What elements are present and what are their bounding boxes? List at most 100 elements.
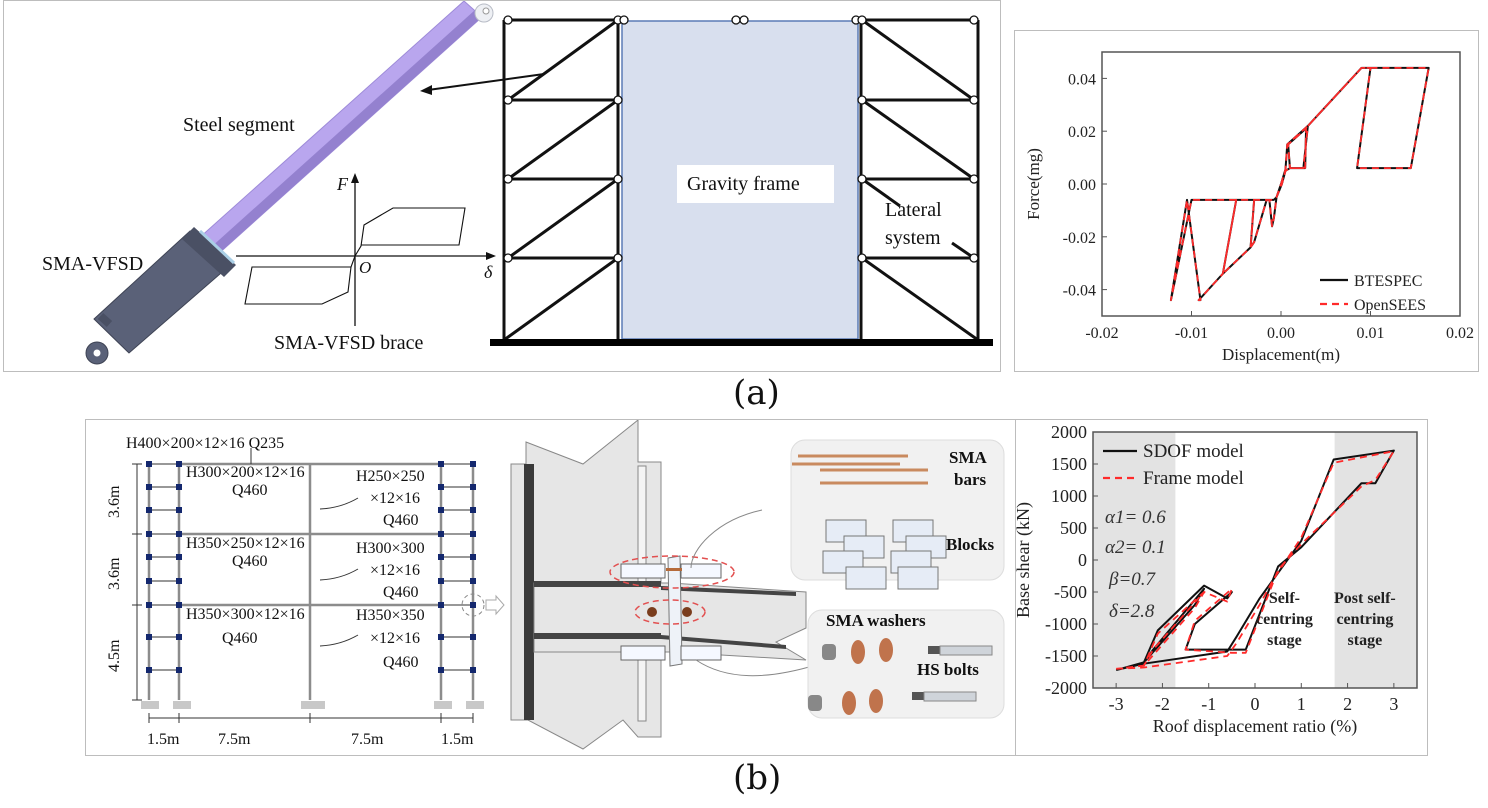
y-axis-label: Force(mg) bbox=[1024, 148, 1043, 220]
sma-vfsd-damper bbox=[85, 227, 236, 365]
column-label-1-dims: ×12×16 bbox=[370, 630, 421, 647]
gravity-frame-label-box bbox=[677, 165, 834, 203]
x-tick-label: 0.02 bbox=[1446, 325, 1474, 342]
axis-delta-label: δ bbox=[484, 262, 493, 282]
legend-label: Frame model bbox=[1143, 468, 1244, 489]
sma-vfsd-label: SMA-VFSD bbox=[42, 253, 144, 275]
roof-beam-label: H400×200×12×16 Q235 bbox=[126, 435, 285, 452]
blocks-label: Blocks bbox=[946, 535, 995, 554]
beam-label-1-grade: Q460 bbox=[222, 630, 258, 647]
steel-frame-elevation bbox=[147, 462, 475, 700]
bay-width-2: 7.5m bbox=[218, 731, 251, 748]
y-tick-label: 0.02 bbox=[1068, 124, 1096, 141]
x-tick-label: 3 bbox=[1389, 694, 1398, 714]
highlight-ellipse bbox=[634, 599, 706, 625]
x-axis-label: Roof displacement ratio (%) bbox=[1153, 716, 1357, 737]
leader-lines bbox=[319, 497, 359, 647]
panel-b-schematic-svg bbox=[132, 420, 1005, 750]
arrow-head bbox=[420, 85, 432, 95]
x-tick-label: 1 bbox=[1297, 694, 1306, 714]
storey-height-1: 4.5m bbox=[106, 639, 123, 672]
y-tick-label: 500 bbox=[1060, 518, 1087, 538]
caption-a: (a) bbox=[733, 373, 780, 413]
legend-label: OpenSEES bbox=[1354, 297, 1426, 314]
post-self-centring-stage-label: Post self- centring stage bbox=[1334, 590, 1396, 649]
legend-label: BTESPEC bbox=[1354, 273, 1422, 290]
panel-b-schematic: H400×200×12×16 Q235 3.6m 3.6m 4.5m 1.5m … bbox=[85, 419, 1016, 756]
storey-height-3: 3.6m bbox=[106, 485, 123, 518]
bay-width-4: 1.5m bbox=[441, 731, 474, 748]
param-beta: β=0.7 bbox=[1109, 569, 1156, 590]
gravity-frame-label: Gravity frame bbox=[687, 173, 800, 195]
x-tick-label: -3 bbox=[1109, 694, 1124, 714]
lateral-system-right bbox=[859, 18, 980, 342]
sma-vfsd-brace-label: SMA-VFSD brace bbox=[274, 332, 424, 354]
beam-label-3-size: H300×200×12×16 bbox=[186, 464, 305, 481]
param-delta: δ=2.8 bbox=[1109, 601, 1155, 622]
washers-bolts-icon bbox=[808, 638, 993, 715]
hs-bolts-label: HS bolts bbox=[917, 660, 979, 679]
hysteresis-schematic bbox=[236, 173, 496, 326]
beam-label-2-grade: Q460 bbox=[232, 553, 268, 570]
column-label-1-size: H350×350 bbox=[356, 607, 425, 624]
steel-segment-label: Steel segment bbox=[183, 114, 295, 136]
y-tick-label: 0.00 bbox=[1068, 177, 1096, 194]
x-tick-label: -1 bbox=[1201, 694, 1216, 714]
secondary-beams bbox=[149, 463, 473, 671]
y-tick-label: -2000 bbox=[1045, 678, 1087, 698]
sma-bars-label-1: SMA bbox=[949, 448, 987, 467]
column-label-2-dims: ×12×16 bbox=[370, 562, 421, 579]
panel-a-chart: -0.02 -0.01 0.00 0.01 0.02 0.04 0.02 0.00 -0.02 -… bbox=[1014, 30, 1479, 372]
y-tick-label: -1000 bbox=[1045, 614, 1087, 634]
highlight-ellipse bbox=[609, 555, 735, 589]
x-tick-label: 2 bbox=[1343, 694, 1352, 714]
y-tick-label: -500 bbox=[1054, 582, 1087, 602]
y-tick-label: -0.04 bbox=[1063, 283, 1096, 300]
y-tick-label: -1500 bbox=[1045, 646, 1087, 666]
y-tick-label: -0.02 bbox=[1063, 230, 1096, 247]
beam-label-2-size: H350×250×12×16 bbox=[186, 535, 305, 552]
series-line-opensees bbox=[1170, 66, 1430, 302]
x-tick-label: -2 bbox=[1155, 694, 1170, 714]
y-tick-label: 2000 bbox=[1051, 422, 1087, 442]
column-label-2-size: H300×300 bbox=[356, 540, 425, 557]
sma-washers-callout bbox=[807, 609, 1005, 719]
x-tick-label: -0.01 bbox=[1175, 325, 1208, 342]
y-axis-label: Base shear (kN) bbox=[1015, 502, 1034, 618]
x-tick-label: -0.02 bbox=[1085, 325, 1118, 342]
bay-width-3: 7.5m bbox=[351, 731, 384, 748]
column-label-2-grade: Q460 bbox=[383, 584, 419, 601]
series-line-frame-model bbox=[1116, 450, 1395, 670]
force-displacement-chart: -0.02 -0.01 0.00 0.01 0.02 0.04 0.02 0.00 -0.02 -… bbox=[1024, 51, 1474, 364]
lateral-system-label-line2: system bbox=[885, 227, 941, 249]
column-label-3-dims: ×12×16 bbox=[370, 490, 421, 507]
detail-marker bbox=[461, 593, 485, 617]
y-tick-label: 0 bbox=[1078, 550, 1087, 570]
series-line-btespec bbox=[1169, 66, 1430, 302]
blocks-icon bbox=[822, 519, 947, 590]
dimension-lines bbox=[132, 448, 474, 723]
detail-arrow-icon bbox=[485, 594, 505, 616]
x-tick-label: 0 bbox=[1251, 694, 1260, 714]
x-axis-label: Displacement(m) bbox=[1222, 345, 1340, 364]
origin-label: O bbox=[359, 258, 372, 277]
param-alpha1: α1= 0.6 bbox=[1105, 507, 1166, 528]
beam-label-3-grade: Q460 bbox=[232, 482, 268, 499]
x-tick-label: 0.00 bbox=[1267, 325, 1295, 342]
lateral-system-label-line1: Lateral bbox=[885, 199, 942, 221]
beam-column-connection bbox=[510, 420, 817, 750]
pointer-arrow bbox=[427, 73, 545, 91]
shaded-region bbox=[1093, 432, 1176, 688]
y-tick-label: 1000 bbox=[1051, 486, 1087, 506]
column-label-3-size: H250×250 bbox=[356, 468, 425, 485]
panel-a-schematic-svg bbox=[85, 1, 545, 365]
pin-joints bbox=[503, 15, 979, 263]
y-tick-label: 0.04 bbox=[1068, 71, 1096, 88]
column-supports bbox=[141, 701, 484, 709]
sma-bars-label-2: bars bbox=[954, 470, 987, 489]
beam-label-1-size: H350×300×12×16 bbox=[186, 606, 305, 623]
x-tick-label: 0.01 bbox=[1357, 325, 1385, 342]
self-centring-stage-label: Self- centring stage bbox=[1256, 590, 1313, 649]
